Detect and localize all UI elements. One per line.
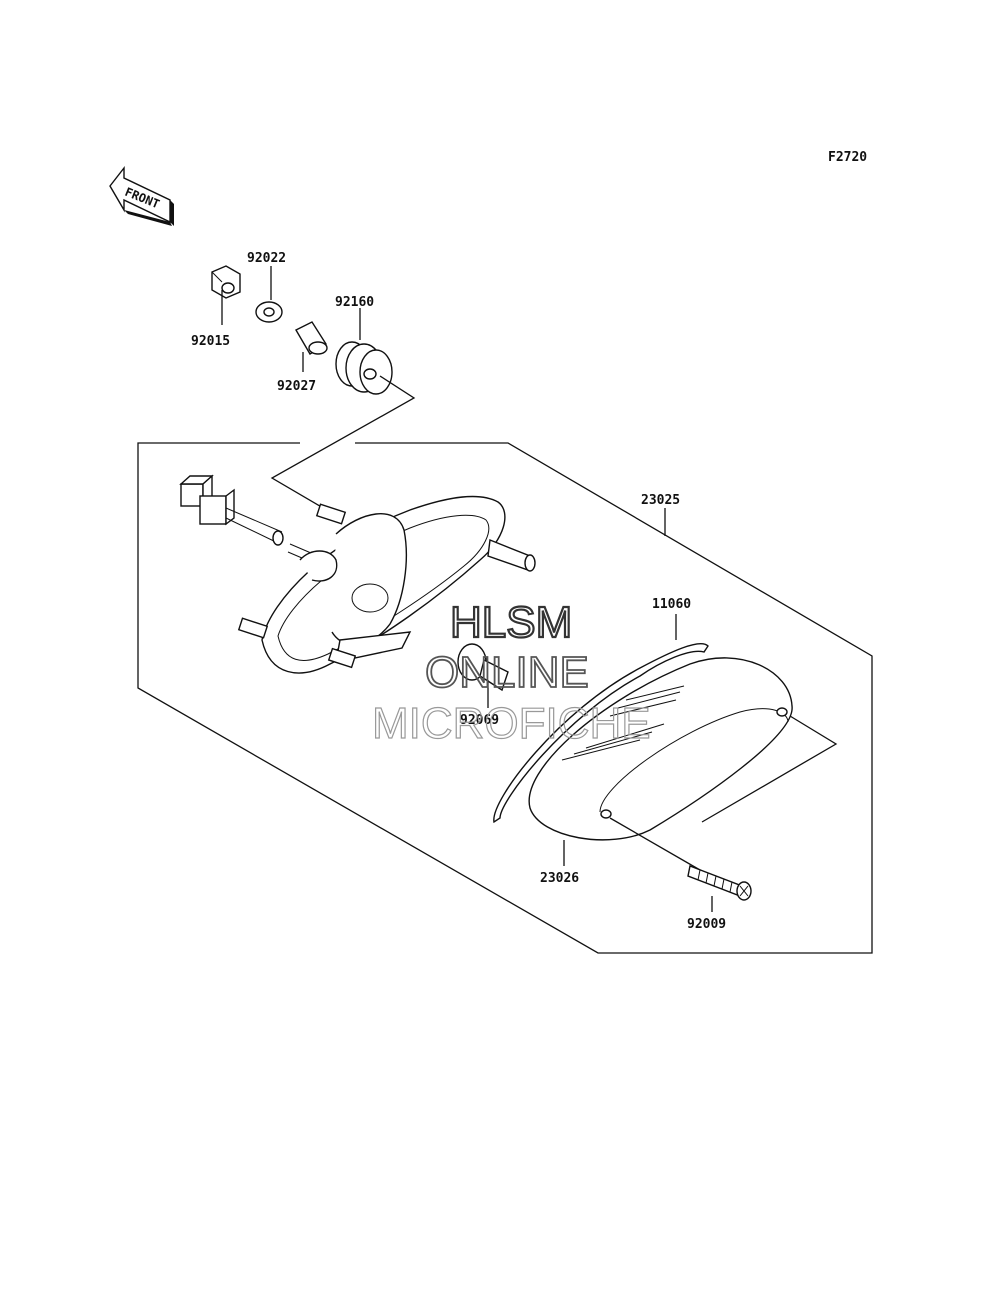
part-92015-nut xyxy=(211,265,241,325)
label-92069: 92069 xyxy=(460,713,499,728)
part-92069-bulb xyxy=(457,643,509,708)
part-92009-screw xyxy=(687,865,752,912)
part-92022-washer xyxy=(255,266,283,323)
part-11060-gasket xyxy=(493,614,709,824)
figure-code: F2720 xyxy=(828,150,867,165)
leader-lens-screw xyxy=(701,715,838,823)
label-23026: 23026 xyxy=(540,871,579,886)
label-11060: 11060 xyxy=(652,597,691,612)
front-arrow-icon: FRONT xyxy=(109,165,174,226)
part-23026-lens xyxy=(528,657,793,866)
assembly-frame xyxy=(137,442,873,954)
label-92015: 92015 xyxy=(191,334,230,349)
label-23025: 23025 xyxy=(641,493,680,508)
part-92160-grommet xyxy=(335,308,393,395)
label-92009: 92009 xyxy=(687,917,726,932)
label-92022: 92022 xyxy=(247,251,286,266)
part-23025-housing xyxy=(237,495,536,674)
watermark-line1: HLSM xyxy=(450,598,572,647)
part-92027-collar xyxy=(295,321,328,372)
label-92160: 92160 xyxy=(335,295,374,310)
part-connector xyxy=(179,474,319,565)
watermark: HLSM ONLINE MICROFICHE xyxy=(371,597,651,749)
watermark-line3: MICROFICHE xyxy=(372,699,651,748)
watermark-line2: ONLINE xyxy=(425,648,589,697)
label-92027: 92027 xyxy=(277,379,316,394)
leader-grommet xyxy=(270,375,416,513)
